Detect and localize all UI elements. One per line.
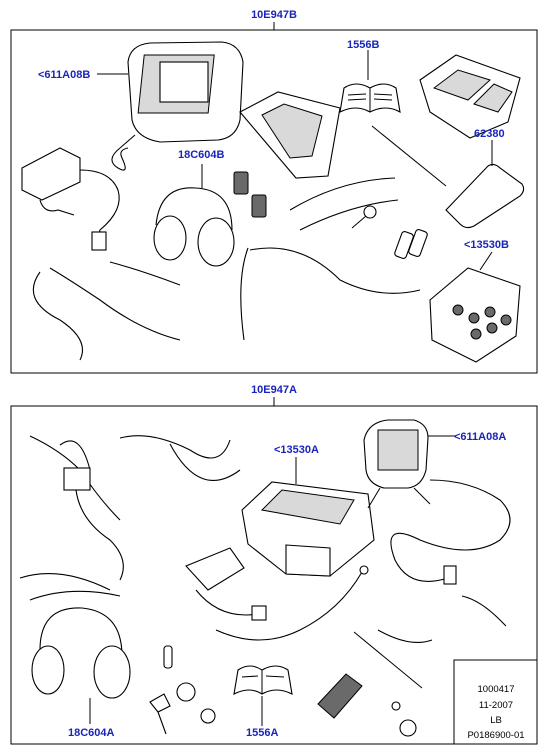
usb-cable-b [32,267,181,361]
module-a [185,547,267,621]
label-18C604B: 18C604B [178,149,225,161]
pin-a [163,645,173,669]
connector-lead-b [109,261,181,286]
clip-a [391,701,401,711]
av-cable-b [240,247,421,341]
harness-b-lower [299,199,399,231]
lead-a-lower [377,629,433,643]
label-62380: 62380 [474,128,505,140]
headrest-screen-b [111,41,244,171]
info-box [453,659,538,745]
console-b [429,267,521,363]
info-date: 11-2007 [479,700,513,711]
harness-a-right [461,595,507,627]
kit-b-frame [10,29,538,374]
label-611A08B: <611A08B [38,69,90,81]
remote-control [445,163,525,229]
label-611A08A: <611A08A [454,431,506,443]
ring-terminal-a [359,565,369,575]
headrest-screen-a [363,419,431,509]
ground-lead-a [215,571,363,641]
splitter-lead-a [75,489,124,581]
cable-tie-b [371,125,447,187]
screw-b [351,205,377,229]
headphones-a [31,607,131,699]
label-13530A: <13530A [274,444,319,456]
headphones-b [153,187,235,267]
nut-a [176,682,196,702]
manual-b [339,83,401,114]
splitter-box-a [63,467,91,491]
headrest-connector-a [443,565,457,585]
label-1556A: 1556A [246,727,278,739]
info-doc-number: 1000417 [478,684,515,695]
tray-b [239,91,341,179]
label-18C604A: 18C604A [68,727,115,739]
kit-b-title: 10E947B [251,9,297,21]
label-1556B: 1556B [347,39,379,51]
screw-a [399,719,417,737]
info-part-number: P0186900-01 [467,730,524,741]
kit-a-frame [10,405,538,745]
foam-pad-a [317,673,363,719]
leader-13530B [479,251,493,271]
washer-a [200,708,216,724]
kit-a-title: 10E947A [251,384,297,396]
info-region: LB [490,715,502,726]
av-cable-bundle-a [29,435,241,521]
console-box-a [241,481,375,577]
rca-leads-a [19,573,121,601]
manual-a [233,665,293,695]
console-insert-b [419,54,521,139]
cable-tie-a [353,631,423,689]
batteries-b [394,229,428,259]
label-13530B: <13530B [464,239,509,251]
headrest-cable-a [390,479,511,582]
power-supply-b [21,147,120,251]
harness-b-upper [289,177,396,211]
bolt-a [149,693,171,735]
battery-pack-b [233,171,267,218]
